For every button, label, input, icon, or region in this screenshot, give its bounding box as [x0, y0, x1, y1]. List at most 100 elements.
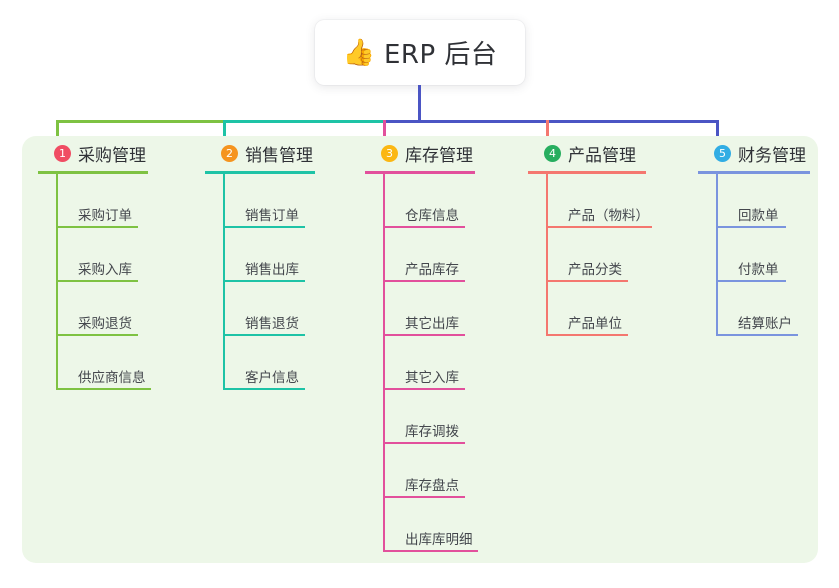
- branch-item-rule: [383, 388, 465, 390]
- branch-spine: [716, 174, 718, 335]
- branch-item-rule: [56, 334, 138, 336]
- branch-item[interactable]: 供应商信息: [56, 336, 188, 390]
- branch-drop-1: [56, 120, 59, 142]
- branch-header-rule: [365, 171, 475, 174]
- branch-item[interactable]: 回款单: [716, 174, 828, 228]
- branch-item-rule: [716, 226, 786, 228]
- branch-item-rule: [56, 280, 138, 282]
- branch-item[interactable]: 仓库信息: [383, 174, 515, 228]
- branch-item[interactable]: 出库库明细: [383, 498, 515, 552]
- branch-number-badge: 1: [54, 144, 71, 162]
- branch-number-badge: 5: [714, 144, 731, 162]
- branch-header-1[interactable]: 1 采购管理: [38, 140, 188, 166]
- branch-item-rule: [546, 280, 628, 282]
- branch-drop-3: [383, 120, 386, 142]
- branch-item[interactable]: 产品（物料）: [546, 174, 688, 228]
- branch-item[interactable]: 客户信息: [223, 336, 355, 390]
- branch-item[interactable]: 产品单位: [546, 282, 688, 336]
- branch-item-label: 销售出库: [245, 262, 299, 278]
- branch-item-rule: [716, 334, 798, 336]
- branch-item-list: 销售订单销售出库销售退货客户信息: [223, 174, 355, 390]
- branch-item-list: 采购订单采购入库采购退货供应商信息: [56, 174, 188, 390]
- branch-item-label: 客户信息: [245, 370, 299, 386]
- branch-item[interactable]: 销售退货: [223, 282, 355, 336]
- branch-item-rule: [223, 334, 305, 336]
- branch-item-label: 其它入库: [405, 370, 459, 386]
- branch-item-rule: [56, 226, 138, 228]
- branch-item[interactable]: 采购入库: [56, 228, 188, 282]
- branch-number-badge: 2: [221, 144, 238, 162]
- branch-title: 财务管理: [738, 145, 806, 166]
- branch-number-badge: 3: [381, 144, 398, 162]
- branch-item-rule: [383, 442, 465, 444]
- branch-item[interactable]: 其它出库: [383, 282, 515, 336]
- branch-column-1: 1 采购管理采购订单采购入库采购退货供应商信息: [38, 140, 188, 390]
- branch-item[interactable]: 库存盘点: [383, 444, 515, 498]
- branch-item-list: 产品（物料） 产品分类产品单位: [546, 174, 688, 336]
- branch-item[interactable]: 销售出库: [223, 228, 355, 282]
- branch-item-label: 产品单位: [568, 316, 622, 332]
- root-stem-connector: [418, 85, 421, 121]
- branch-item[interactable]: 采购退货: [56, 282, 188, 336]
- branch-item-rule: [546, 334, 628, 336]
- branch-item-label: 其它出库: [405, 316, 459, 332]
- branch-header-rule: [205, 171, 315, 174]
- branch-item-label: 结算账户: [738, 316, 792, 332]
- branch-drop-4: [546, 120, 549, 142]
- branch-item-label: 出库库明细: [405, 532, 473, 548]
- branch-item-rule: [56, 388, 151, 390]
- branch-item[interactable]: 结算账户: [716, 282, 828, 336]
- branch-item[interactable]: 其它入库: [383, 336, 515, 390]
- branch-item-rule: [383, 280, 465, 282]
- branch-header-rule: [698, 171, 810, 174]
- branch-header-5[interactable]: 5 财务管理: [698, 140, 828, 166]
- branch-column-4: 4 产品管理产品（物料） 产品分类产品单位: [528, 140, 688, 336]
- branch-item-label: 产品分类: [568, 262, 622, 278]
- branch-item-label: 库存调拨: [405, 424, 459, 440]
- branch-header-2[interactable]: 2 销售管理: [205, 140, 355, 166]
- branch-item-rule: [223, 280, 305, 282]
- branch-spine: [383, 174, 385, 552]
- branch-item[interactable]: 产品库存: [383, 228, 515, 282]
- branch-header-4[interactable]: 4 产品管理: [528, 140, 688, 166]
- branch-item[interactable]: 销售订单: [223, 174, 355, 228]
- branch-item-label: 供应商信息: [78, 370, 146, 386]
- bus-segment-3: [383, 120, 717, 123]
- branch-column-5: 5 财务管理回款单付款单结算账户: [698, 140, 828, 336]
- branch-item-rule: [546, 226, 652, 228]
- branch-item-rule: [383, 334, 465, 336]
- branch-title: 销售管理: [245, 145, 313, 166]
- branch-item-label: 产品（物料）: [568, 208, 649, 224]
- branch-item-label: 采购退货: [78, 316, 132, 332]
- branch-column-2: 2 销售管理销售订单销售出库销售退货客户信息: [205, 140, 355, 390]
- branch-header-rule: [38, 171, 148, 174]
- branch-item[interactable]: 产品分类: [546, 228, 688, 282]
- branch-column-3: 3 库存管理仓库信息产品库存其它出库其它入库库存调拨库存盘点出库库明细: [365, 140, 515, 552]
- branch-title: 产品管理: [568, 145, 636, 166]
- branch-item[interactable]: 采购订单: [56, 174, 188, 228]
- branch-item-label: 采购订单: [78, 208, 132, 224]
- branch-number-badge: 4: [544, 144, 561, 162]
- branch-spine: [546, 174, 548, 335]
- root-node-card[interactable]: 👍 ERP 后台: [315, 20, 525, 85]
- root-title: ERP 后台: [383, 40, 498, 70]
- branch-item-rule: [223, 388, 305, 390]
- branch-title: 采购管理: [78, 145, 146, 166]
- branch-header-3[interactable]: 3 库存管理: [365, 140, 515, 166]
- branch-item-rule: [223, 226, 305, 228]
- branch-title: 库存管理: [405, 145, 473, 166]
- branch-item-list: 回款单付款单结算账户: [716, 174, 828, 336]
- branch-item[interactable]: 付款单: [716, 228, 828, 282]
- branch-item-rule: [383, 226, 465, 228]
- thumbs-up-icon: 👍: [342, 37, 375, 68]
- branch-item-label: 仓库信息: [405, 208, 459, 224]
- branch-item[interactable]: 库存调拨: [383, 390, 515, 444]
- branch-item-label: 回款单: [738, 208, 779, 224]
- branch-item-rule: [383, 496, 465, 498]
- branch-item-label: 采购入库: [78, 262, 132, 278]
- branch-item-label: 付款单: [738, 262, 779, 278]
- bus-segment-1: [56, 120, 224, 123]
- branch-item-label: 销售订单: [245, 208, 299, 224]
- branch-item-rule: [383, 550, 478, 552]
- branch-item-list: 仓库信息产品库存其它出库其它入库库存调拨库存盘点出库库明细: [383, 174, 515, 552]
